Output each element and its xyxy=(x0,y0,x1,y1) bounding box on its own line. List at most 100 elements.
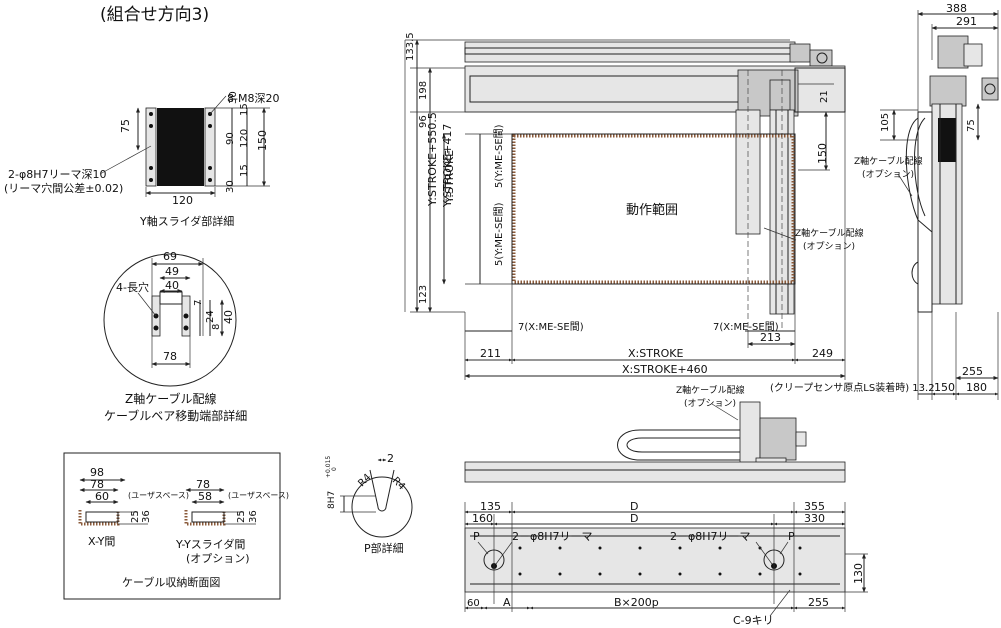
bottom-dim-d1: D xyxy=(630,500,638,513)
bottom-hole-2: 2－φ8H7リーマ xyxy=(670,530,751,543)
bottom-dim-a: A xyxy=(503,596,511,609)
main-dim-213: 213 xyxy=(760,331,781,344)
y-slider-dim-30b: 30 xyxy=(225,180,236,193)
main-vlabel-2: Y:STROKE+417 xyxy=(441,124,454,208)
side-z-label-2: (オプション) xyxy=(862,169,914,180)
y-slider-detail: 120 75 8-M8深20 30 15 90 120 150 30 15 2-… xyxy=(4,91,279,228)
bottom-dim-d2: D xyxy=(630,512,638,525)
side-view: 388 291 105 75 Z軸ケーブル配線 (オプション) 255 150 xyxy=(770,2,999,400)
storage-right-dim-78: 78 xyxy=(196,478,210,491)
z-cable-dim-8: 8 xyxy=(211,324,222,330)
bottom-p1: P xyxy=(473,530,480,543)
drawing-title: (組合せ方向3) xyxy=(100,5,209,25)
side-dim-388: 388 xyxy=(946,2,967,15)
side-z-label-1: Z軸ケーブル配線 xyxy=(854,155,923,167)
side-creep: (クリープセンサ原点LS装着時) 13.2 xyxy=(770,381,935,394)
bottom-dim-355: 355 xyxy=(804,500,825,513)
y-slider-dim-120: 120 xyxy=(239,129,250,148)
main-ylimit-2: 5(Y:ME-SE間) xyxy=(493,202,505,266)
main-ylimit-1: 5(Y:ME-SE間) xyxy=(493,124,505,188)
p-tolerance-low: 0 xyxy=(331,467,338,471)
p-tolerance: 8H7 xyxy=(327,491,337,509)
main-xlimit-2: 7(X:ME-SE間) xyxy=(713,321,779,333)
storage-left-caption: X-Y間 xyxy=(88,535,115,548)
y-slider-dim-30a: 30 xyxy=(228,91,239,104)
main-vdim-133: 133.5 xyxy=(405,32,416,61)
y-slider-dim-150: 150 xyxy=(256,130,269,151)
z-cable-dim-49: 49 xyxy=(165,265,179,278)
storage-left-dim-36: 36 xyxy=(141,510,152,523)
storage-right-caption-1: Y-Yスライダ間 xyxy=(175,537,245,551)
y-slider-tap: 8-M8深20 xyxy=(227,92,279,105)
side-dim-105: 105 xyxy=(880,113,891,132)
p-dim-2: 2 xyxy=(387,452,394,465)
y-slider-dim-width: 120 xyxy=(172,194,193,207)
z-cable-hole: 4-長穴 xyxy=(116,280,149,294)
storage-left-dim-60: 60 xyxy=(95,490,109,503)
storage-right-caption-2: (オプション) xyxy=(186,552,250,565)
p-caption: P部詳細 xyxy=(364,541,404,555)
cable-storage-section: 98 78 60 (ユーザスペース) 25 36 X-Y間 78 58 (ユーザ… xyxy=(63,452,289,600)
bottom-dim-b200p: B×200p xyxy=(614,596,659,609)
z-cable-caption-1: Z軸ケーブル配線 xyxy=(125,391,217,406)
y-slider-dim-15a: 15 xyxy=(239,103,250,116)
side-dim-75: 75 xyxy=(966,119,977,132)
bottom-height-130: 130 xyxy=(852,563,865,584)
main-dim-21: 21 xyxy=(819,90,830,103)
bottom-p2: P xyxy=(788,530,795,543)
storage-caption: ケーブル収納断面図 xyxy=(122,575,220,589)
main-dim-249: 249 xyxy=(812,347,833,360)
y-slider-dim-15b: 15 xyxy=(239,164,250,177)
z-cable-caption-2: ケーブルベア移動端部詳細 xyxy=(104,408,247,423)
main-vdim-198: 198 xyxy=(418,81,429,100)
bottom-front-view: Z軸ケーブル配線 (オプション) 135 xyxy=(464,384,868,627)
side-dim-180: 180 xyxy=(966,381,987,394)
main-vlabel-1: Y:STROKE+550.5 xyxy=(426,112,439,207)
storage-left-space: (ユーザスペース) xyxy=(128,491,189,500)
bottom-z-label-2: (オプション) xyxy=(684,398,736,409)
main-dim-xstroke: X:STROKE xyxy=(628,347,683,360)
y-slider-caption: Y軸スライダ部詳細 xyxy=(139,214,234,228)
storage-right-dim-36: 36 xyxy=(248,510,259,523)
main-xlimit-1: 7(X:ME-SE間) xyxy=(518,321,584,333)
main-vlabel-3: Y:STROKE xyxy=(443,150,456,204)
storage-left-dim-25: 25 xyxy=(130,510,141,523)
bottom-hole-1: 2－φ8H7リーマ xyxy=(512,530,593,543)
z-cable-dim-40: 40 xyxy=(165,279,179,292)
storage-right-space: (ユーザスペース) xyxy=(228,491,289,500)
storage-left-dim-98: 98 xyxy=(90,466,104,479)
storage-right-dim-25: 25 xyxy=(236,510,247,523)
y-slider-dim-75: 75 xyxy=(119,119,132,133)
z-cable-dim-40b: 40 xyxy=(222,310,235,324)
storage-right-dim-58: 58 xyxy=(198,490,212,503)
main-z-label-1: Z軸ケーブル配線 xyxy=(795,227,864,239)
side-dim-255: 255 xyxy=(962,365,983,378)
main-area-label: 動作範囲 xyxy=(626,203,678,218)
main-dim-211: 211 xyxy=(480,347,501,360)
storage-left-dim-78: 78 xyxy=(90,478,104,491)
z-cable-dim-69: 69 xyxy=(163,250,177,263)
bottom-dim-60: 60 xyxy=(467,598,480,609)
main-z-label-2: (オプション) xyxy=(803,241,855,252)
bottom-z-label-1: Z軸ケーブル配線 xyxy=(676,384,745,396)
y-slider-dim-90: 90 xyxy=(225,132,236,145)
p-tolerance-up: +0.015 xyxy=(325,456,332,478)
z-cable-dim-7: 7 xyxy=(193,300,204,306)
main-dim-xstroke-460: X:STROKE+460 xyxy=(622,363,708,376)
p-detail: 2 R4 R4 8H7 +0.015 0 P部詳細 xyxy=(325,452,413,555)
bottom-dim-255: 255 xyxy=(808,596,829,609)
main-plan-view: 動作範囲 133.5 198 96 123 Y:STROKE+550.5 Y:S… xyxy=(404,32,864,380)
bottom-drill: C-9キリ xyxy=(733,614,774,627)
y-slider-hole-1: 2-φ8H7リーマ深10 xyxy=(8,168,107,181)
y-slider-hole-2: (リーマ穴間公差±0.02) xyxy=(4,181,123,195)
bottom-dim-330: 330 xyxy=(804,512,825,525)
bottom-dim-160: 160 xyxy=(472,512,493,525)
bottom-dim-135: 135 xyxy=(480,500,501,513)
z-cable-detail: 69 49 40 7 24 8 40 4-長穴 78 Z軸ケーブル配線 ケーブル… xyxy=(103,250,247,423)
main-dim-150: 150 xyxy=(816,143,829,164)
main-vdim-123: 123 xyxy=(418,285,429,304)
z-cable-dim-78: 78 xyxy=(163,350,177,363)
z-cable-dim-24: 24 xyxy=(205,310,216,323)
main-vdim-96: 96 xyxy=(418,115,429,128)
